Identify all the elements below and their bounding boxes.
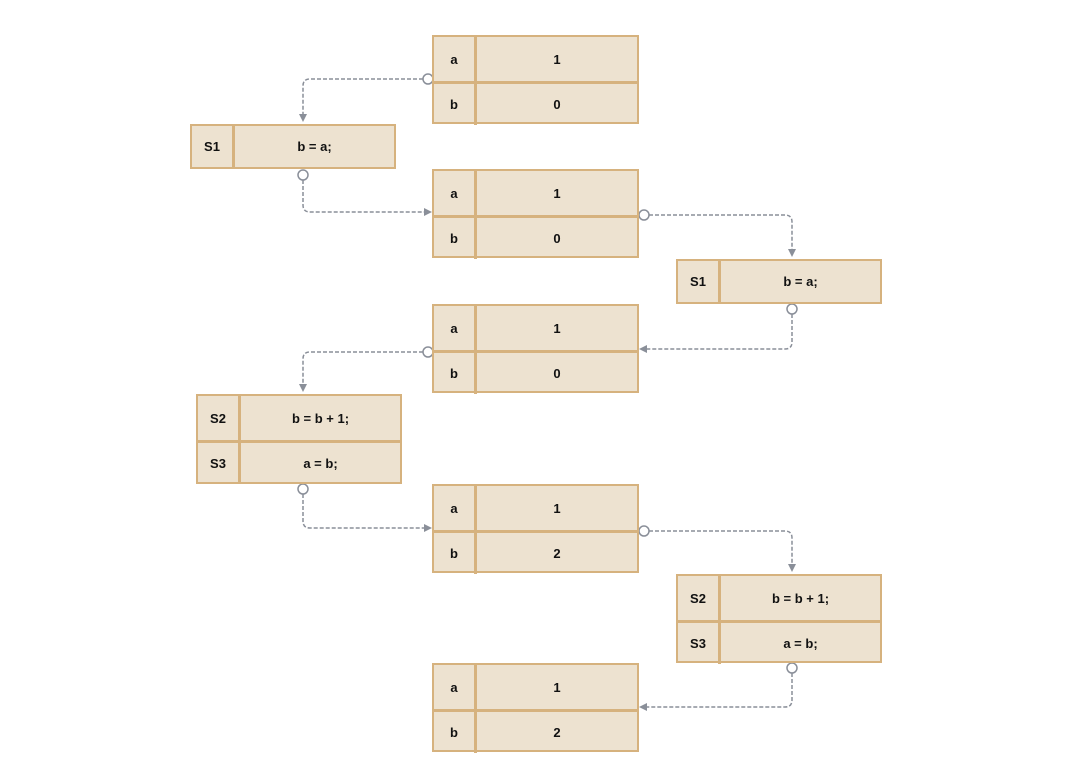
var-name: a (434, 665, 477, 709)
var-name: b (434, 533, 477, 574)
var-name: b (434, 353, 477, 394)
statement-box-s1-right: S1 b = a; (676, 259, 882, 304)
state-row-b: b 0 (434, 81, 637, 125)
port-s23-right (786, 662, 798, 674)
var-value: 1 (553, 320, 561, 336)
port-s1-left (297, 169, 309, 181)
connector-state2-to-s1-right (649, 214, 796, 257)
statement-box-s2-s3-left: S2 b = b + 1; S3 a = b; (196, 394, 402, 484)
statement-code: b = b + 1; (771, 590, 830, 606)
state-row-a: a 1 (434, 306, 637, 350)
state-box-1: a 1 b 0 (432, 35, 639, 125)
statement-row: S1 b = a; (678, 261, 880, 302)
statement-row: S2 b = b + 1; (198, 396, 400, 440)
state-box-3: a 1 b 0 (432, 304, 639, 394)
statement-label: S1 (678, 261, 721, 302)
var-name: b (434, 84, 477, 125)
connector-s23-left-to-state4 (302, 494, 432, 532)
statement-code: a = b; (783, 636, 818, 651)
var-name: b (434, 712, 477, 753)
port-s1-right (786, 303, 798, 315)
statement-row: S2 b = b + 1; (678, 576, 880, 620)
statement-row: S3 a = b; (198, 440, 400, 484)
statement-label: S3 (678, 623, 721, 664)
state-row-b: b 0 (434, 215, 637, 259)
port-state2 (638, 209, 650, 221)
statement-code: a = b; (303, 456, 338, 471)
state-row-b: b 2 (434, 709, 637, 753)
var-value: 1 (553, 679, 561, 695)
var-value: 2 (553, 546, 561, 561)
var-value: 1 (553, 500, 561, 516)
statement-box-s2-s3-right: S2 b = b + 1; S3 a = b; (676, 574, 882, 664)
statement-label: S1 (192, 126, 235, 167)
var-name: b (434, 218, 477, 259)
var-name: a (434, 306, 477, 350)
statement-label: S2 (198, 396, 241, 440)
var-value: 0 (553, 231, 561, 246)
connector-s1-right-to-state3 (639, 314, 793, 353)
var-value: 1 (553, 185, 561, 201)
statement-code: b = b + 1; (291, 410, 350, 426)
state-box-2: a 1 b 0 (432, 169, 639, 259)
state-row-b: b 2 (434, 530, 637, 574)
state-box-4: a 1 b 2 (432, 484, 639, 574)
state-row-a: a 1 (434, 171, 637, 215)
state-box-5: a 1 b 2 (432, 663, 639, 753)
var-name: a (434, 37, 477, 81)
connector-state4-to-s23-right (649, 530, 796, 572)
state-row-a: a 1 (434, 37, 637, 81)
var-name: a (434, 486, 477, 530)
state-row-a: a 1 (434, 665, 637, 709)
var-value: 2 (553, 725, 561, 740)
var-value: 0 (553, 366, 561, 381)
var-value: 1 (553, 51, 561, 67)
statement-box-s1-left: S1 b = a; (190, 124, 396, 169)
statement-code: b = a; (783, 274, 818, 289)
port-state4 (638, 525, 650, 537)
state-row-a: a 1 (434, 486, 637, 530)
state-row-b: b 0 (434, 350, 637, 394)
connector-s1-left-to-state2 (302, 180, 432, 216)
statement-label: S2 (678, 576, 721, 620)
connector-state1-to-s1-left (299, 78, 423, 122)
port-s23-left (297, 483, 309, 495)
statement-row: S1 b = a; (192, 126, 394, 167)
statement-label: S3 (198, 443, 241, 484)
var-name: a (434, 171, 477, 215)
connector-state3-to-s23-left (299, 351, 423, 392)
var-value: 0 (553, 97, 561, 112)
statement-code: b = a; (297, 139, 332, 154)
connector-s23-right-to-state5 (639, 673, 793, 711)
statement-row: S3 a = b; (678, 620, 880, 664)
